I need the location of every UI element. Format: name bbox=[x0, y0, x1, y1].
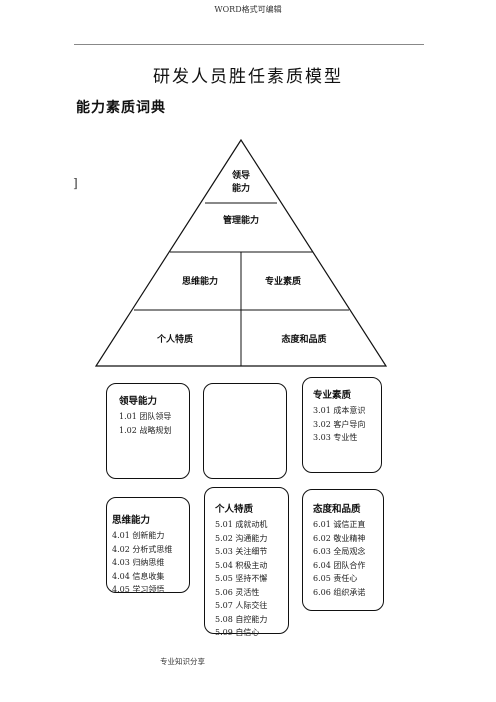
list-item: 4.03 归纳思维 bbox=[112, 558, 165, 567]
list-item: 4.02 分析式思维 bbox=[112, 544, 173, 554]
document-title: 研发人员胜任素质模型 bbox=[153, 67, 343, 87]
list-item: 6.03 全局观念 bbox=[313, 547, 366, 556]
box-attitude: 态度和品质 6.01 诚信正直 6.02 敬业精神 6.03 全局观念 6.04… bbox=[302, 489, 384, 611]
list-item: 6.05 责任心 bbox=[313, 574, 358, 583]
list-item: 6.04 团队合作 bbox=[313, 560, 366, 570]
box-professional-title: 专业素质 bbox=[313, 390, 352, 401]
list-item: 5.03 关注细节 bbox=[215, 547, 268, 556]
list-item: 1.02 战略规划 bbox=[119, 425, 172, 435]
list-item: 3.01 成本意识 bbox=[313, 406, 366, 415]
pyramid-label-thinking: 思维能力 bbox=[181, 277, 218, 287]
page-footer: 专业知识分享 bbox=[160, 657, 205, 666]
list-item: 6.01 诚信正直 bbox=[313, 520, 366, 529]
list-item: 4.01 创新能力 bbox=[112, 531, 165, 540]
list-item: 5.04 积极主动 bbox=[215, 560, 268, 570]
pyramid-label-management: 管理能力 bbox=[222, 216, 259, 226]
list-item: 5.09 自信心 bbox=[215, 628, 260, 637]
pyramid-label-leadership: 领导 能力 bbox=[221, 170, 261, 196]
list-item: 5.05 坚持不懈 bbox=[215, 574, 268, 583]
pyramid-label-professional: 专业素质 bbox=[264, 277, 301, 287]
list-item: 6.02 敬业精神 bbox=[313, 533, 366, 543]
box-thinking: 思维能力 4.01 创新能力 4.02 分析式思维 4.03 归纳思维 4.04… bbox=[106, 497, 190, 594]
list-item: 5.01 成就动机 bbox=[215, 520, 268, 529]
list-item: 5.08 自控能力 bbox=[215, 614, 268, 624]
box-leadership-title: 领导能力 bbox=[119, 396, 158, 407]
page-header: WORD格式可编辑 bbox=[214, 5, 282, 14]
list-item: 5.02 沟通能力 bbox=[215, 533, 268, 543]
box-professional: 专业素质 3.01 成本意识 3.02 客户导向 3.03 专业性 bbox=[302, 377, 382, 473]
list-item: 5.07 人际交往 bbox=[215, 601, 268, 610]
list-item: 5.06 灵活性 bbox=[215, 587, 260, 597]
list-item: 6.06 组织承诺 bbox=[313, 587, 366, 597]
list-item: 4.05 学习领悟 bbox=[112, 585, 165, 594]
pyramid-label-leadership-line1: 领导 bbox=[231, 171, 250, 181]
box-leadership: 领导能力 1.01 团队领导 1.02 战略规划 bbox=[106, 383, 190, 479]
header-rule bbox=[74, 44, 424, 45]
box-attitude-title: 态度和品质 bbox=[313, 504, 361, 515]
list-item: 3.02 客户导向 bbox=[313, 419, 366, 429]
section-heading: 能力素质词典 bbox=[76, 100, 166, 116]
pyramid-label-personal: 个人特质 bbox=[156, 335, 193, 345]
box-personal: 个人特质 5.01 成就动机 5.02 沟通能力 5.03 关注细节 5.04 … bbox=[204, 487, 289, 637]
list-item: 3.03 专业性 bbox=[313, 433, 358, 442]
stray-bracket: ] bbox=[73, 176, 78, 190]
box-personal-title: 个人特质 bbox=[215, 504, 254, 515]
pyramid-label-attitude: 态度和品质 bbox=[281, 335, 327, 345]
box-empty bbox=[203, 383, 287, 479]
box-thinking-title: 思维能力 bbox=[112, 515, 151, 526]
pyramid-label-leadership-line2: 能力 bbox=[231, 184, 250, 194]
list-item: 4.04 信息收集 bbox=[112, 571, 165, 581]
list-item: 1.01 团队领导 bbox=[119, 412, 172, 421]
